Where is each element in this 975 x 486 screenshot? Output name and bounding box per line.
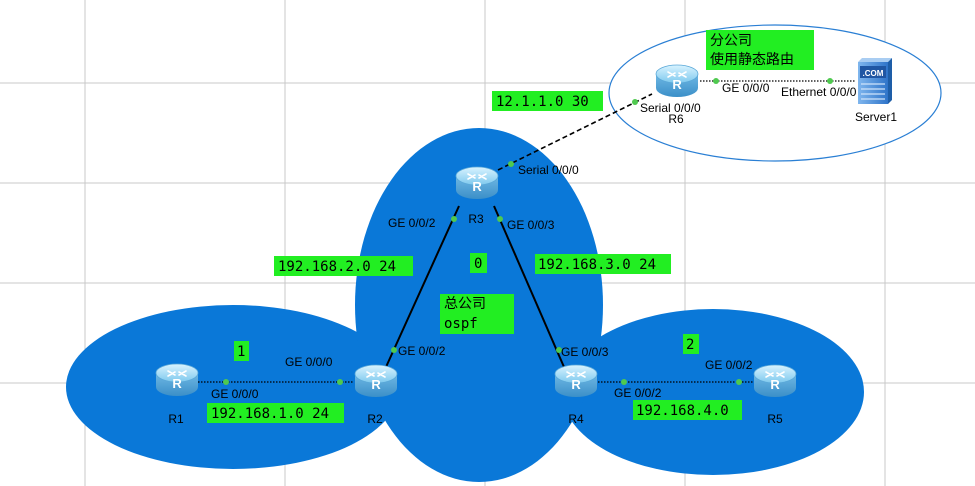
port-dot — [508, 161, 514, 167]
network-n4-text: 192.168.4.0 — [636, 403, 729, 419]
device-r5[interactable]: R5 — [753, 364, 797, 426]
port-dot — [556, 347, 562, 353]
port-dot — [337, 379, 343, 385]
port-dot — [632, 99, 638, 105]
area-2-label: 2 — [683, 334, 699, 354]
network-label-n4: 192.168.4.0 — [633, 400, 742, 420]
port-dot — [736, 379, 742, 385]
port-r3-ge003: GE 0/0/3 — [507, 218, 555, 232]
port-r3-serial000: Serial 0/0/0 — [518, 163, 579, 177]
area-0-name-label: 总公司 ospf — [440, 294, 514, 334]
network-label-n3: 192.168.3.0 24 — [535, 254, 671, 274]
port-r6-ge000: GE 0/0/0 — [722, 81, 770, 95]
device-r2[interactable]: R2 — [354, 364, 398, 426]
branch-name-line2: 使用静态路由 — [710, 51, 794, 68]
port-dot — [621, 379, 627, 385]
port-dot — [497, 216, 503, 222]
port-r4-ge003: GE 0/0/3 — [561, 345, 609, 359]
device-r1[interactable]: R1 — [155, 363, 199, 426]
branch-office-region — [608, 24, 942, 162]
device-server1-name: Server1 — [855, 110, 897, 124]
router-icon — [455, 166, 499, 200]
router-icon — [554, 364, 598, 398]
link-r3-r4[interactable] — [493, 205, 565, 368]
router-icon — [354, 364, 398, 398]
area-0-name-line1: 总公司 — [444, 296, 486, 312]
link-r2-r3[interactable] — [385, 205, 460, 368]
port-r4-ge002: GE 0/0/2 — [614, 386, 662, 400]
branch-name-line1: 分公司 — [710, 33, 752, 49]
device-r1-name: R1 — [168, 412, 184, 426]
area-2-id: 2 — [686, 337, 694, 353]
router-icon — [753, 364, 797, 398]
port-r2-ge000: GE 0/0/0 — [285, 355, 333, 369]
router-icon — [655, 64, 699, 98]
device-r3[interactable]: R3 — [455, 166, 499, 226]
network-n3-text: 192.168.3.0 24 — [538, 257, 656, 273]
port-r5-ge002: GE 0/0/2 — [705, 358, 753, 372]
network-labels: 192.168.1.0 24 192.168.2.0 24 192.168.3.… — [207, 30, 814, 423]
network-label-n2: 192.168.2.0 24 — [274, 256, 413, 276]
device-r6-name: R6 — [668, 112, 684, 126]
link-r3-r6-serial[interactable] — [497, 93, 653, 171]
interface-labels: GE 0/0/0 GE 0/0/0 GE 0/0/2 GE 0/0/2 GE 0… — [211, 81, 857, 401]
device-r4[interactable]: R4 — [554, 364, 598, 426]
network-label-n1: 192.168.1.0 24 — [207, 403, 344, 423]
port-r6-serial000: Serial 0/0/0 — [640, 101, 701, 115]
network-label-wan: 12.1.1.0 30 — [492, 91, 603, 111]
port-r3-ge002: GE 0/0/2 — [388, 216, 436, 230]
server-icon: .COM — [858, 58, 892, 104]
port-dots — [223, 78, 833, 385]
area-0-id: 0 — [474, 256, 482, 272]
area-2-region — [562, 309, 864, 475]
port-dot — [451, 216, 457, 222]
area-0-name-line2: ospf — [444, 316, 478, 332]
area-1-region — [66, 305, 400, 469]
device-r4-name: R4 — [568, 412, 584, 426]
port-dot — [827, 78, 833, 84]
area-0-id-label: 0 — [470, 253, 487, 273]
device-server1[interactable]: .COM Server1 — [855, 58, 897, 124]
area-1-id: 1 — [237, 344, 245, 360]
device-r3-name: R3 — [468, 212, 484, 226]
port-dot — [713, 78, 719, 84]
router-icon — [155, 363, 199, 397]
network-wan-text: 12.1.1.0 30 — [496, 94, 589, 110]
device-r2-name: R2 — [367, 412, 383, 426]
network-n1-text: 192.168.1.0 24 — [211, 406, 329, 422]
branch-name-label: 分公司 使用静态路由 — [706, 30, 814, 70]
device-r5-name: R5 — [767, 412, 783, 426]
area-1-label: 1 — [234, 341, 249, 361]
port-r1-ge000: GE 0/0/0 — [211, 387, 259, 401]
network-n2-text: 192.168.2.0 24 — [278, 259, 396, 275]
port-dot — [391, 347, 397, 353]
port-server1-eth000: Ethernet 0/0/0 — [781, 85, 857, 99]
port-r2-ge002: GE 0/0/2 — [398, 344, 446, 358]
device-r6[interactable]: R6 — [655, 64, 699, 126]
server-badge: .COM — [863, 69, 884, 78]
port-dot — [223, 379, 229, 385]
